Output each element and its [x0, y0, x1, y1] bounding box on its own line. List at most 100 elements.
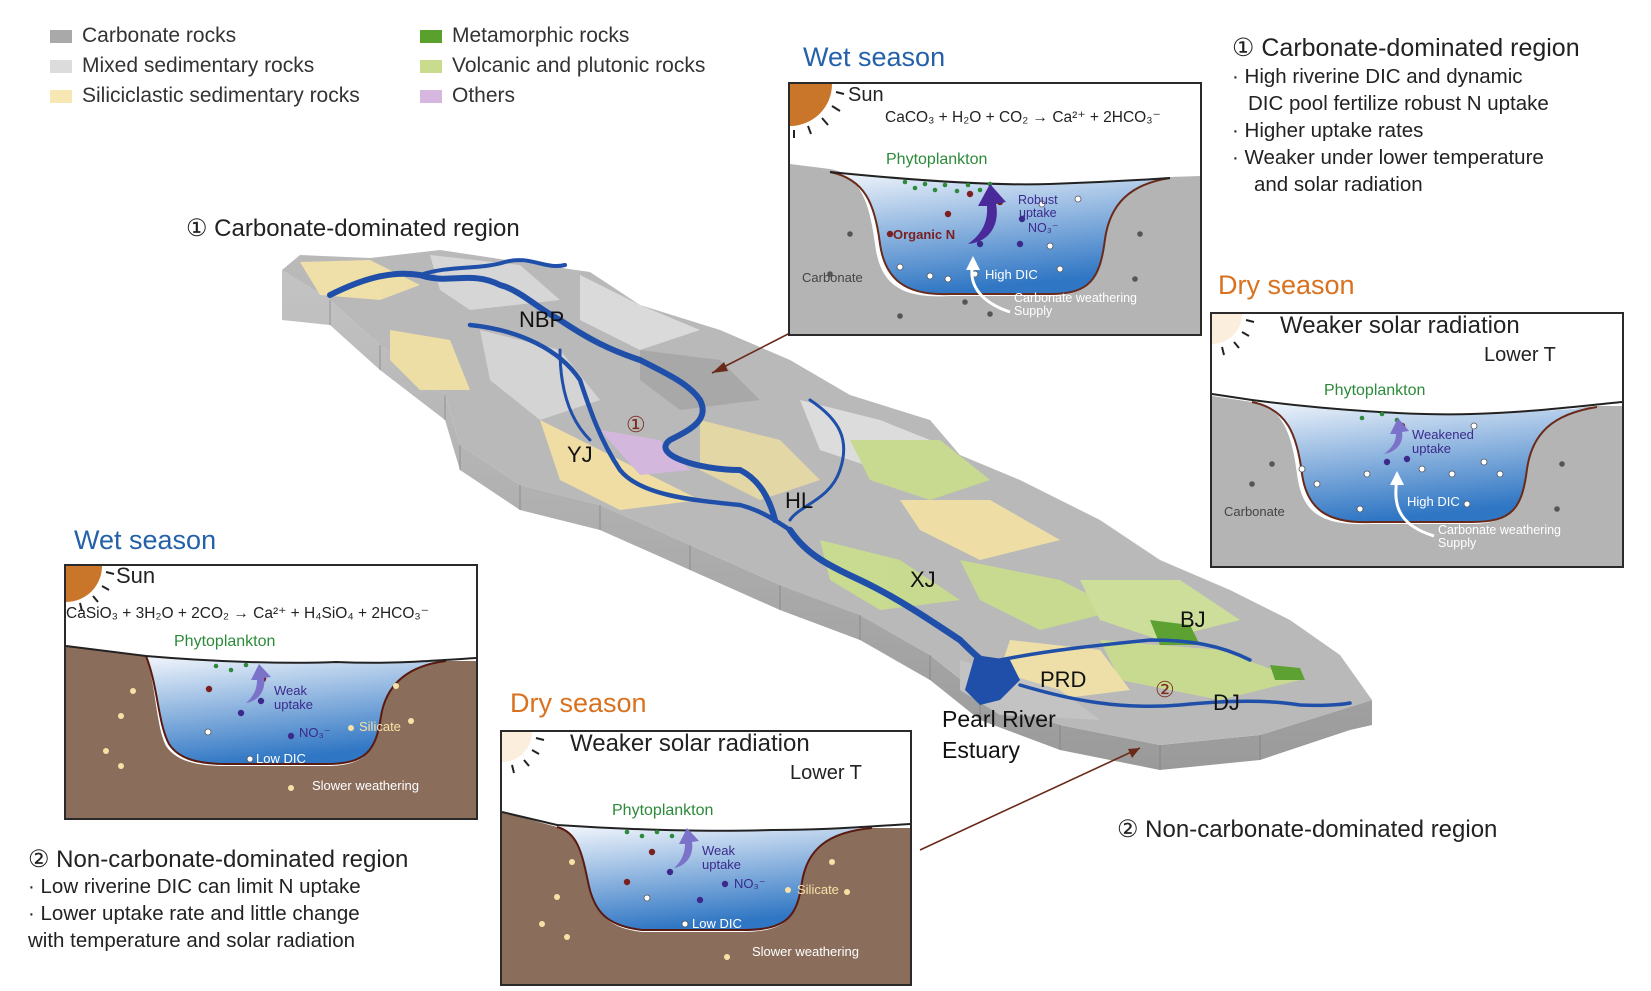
arrow-to-dry2-panel [919, 747, 1141, 851]
region1-bullet: · High riverine DIC and dynamic [1232, 65, 1523, 88]
map-label-dj: DJ [1213, 690, 1240, 715]
robust-uptake-arrow [968, 184, 1006, 244]
map-label-nbp: NBP [519, 307, 565, 332]
river-bj [998, 638, 1252, 662]
map-label-prd: PRD [1040, 667, 1087, 692]
uptake-text: uptake [702, 857, 742, 872]
weak-uptake-arrow [246, 664, 271, 703]
region1-map-title: ① Carbonate-dominated region [186, 215, 520, 242]
lower-t-label: Lower T [1484, 344, 1556, 366]
weak-sun-icon [1212, 314, 1242, 344]
dic-dots [643, 894, 689, 928]
map-label-pearl-river: Pearl River [942, 706, 1056, 732]
legend-item-mixed: Mixed sedimentary rocks [50, 54, 314, 78]
legend-label: Carbonate rocks [82, 24, 237, 47]
legend-swatch [420, 29, 442, 43]
sun-icon [790, 84, 832, 126]
uptake-text: uptake [274, 697, 314, 712]
region1-bullet: and solar radiation [1254, 173, 1423, 196]
legend-swatch [420, 59, 442, 73]
region1-bullet: DIC pool fertilize robust N uptake [1248, 92, 1549, 115]
arrow-head [712, 362, 728, 373]
river-dj [1018, 683, 1352, 709]
silicate-ground [66, 646, 476, 818]
river-water [830, 172, 1170, 295]
legend-label: Metamorphic rocks [452, 24, 630, 47]
river-xj [786, 526, 1004, 674]
phytoplankton-label: Phytoplankton [612, 802, 714, 819]
low-dic-label: Low DIC [692, 916, 742, 931]
phytoplankton-label: Phytoplankton [1324, 382, 1426, 399]
map-region1-marker: ① [626, 412, 646, 437]
rock-dots [1249, 461, 1565, 512]
high-dic-label: High DIC [985, 267, 1038, 282]
region2-bullets: · Low riverine DIC can limit N uptake · … [28, 873, 361, 954]
region1-bullets: · High riverine DIC and dynamic DIC pool… [1232, 63, 1549, 198]
region2-bullet: · Low riverine DIC can limit N uptake [28, 875, 361, 898]
sun-rays-icon [793, 91, 845, 138]
weakened-text: Weakened [1412, 427, 1474, 442]
legend-label: Others [452, 84, 516, 107]
wet-season-silicate-panel: Sun CaSiO₃ + 3H₂O + 2CO₂ → Ca²⁺ + H₄SiO₄… [64, 564, 478, 820]
weaker-solar-radiation-label: Weaker solar radiation [570, 730, 810, 757]
weak-uptake-arrow [674, 828, 699, 868]
phytoplankton-dots [902, 179, 993, 194]
silicate-label: Silicate [797, 882, 839, 897]
no3-label: NO₃⁻ [1028, 221, 1059, 235]
legend-item-metamorphic: Metamorphic rocks [420, 24, 629, 48]
region2-bullet: · Lower uptake rate and little change [28, 902, 360, 925]
legend-item-siliciclastic: Siliciclastic sedimentary rocks [50, 84, 360, 108]
legend-item-carbonate: Carbonate rocks [50, 24, 236, 48]
reaction-equation: CaCO₃ + H₂O + CO₂ → Ca²⁺ + 2HCO₃⁻ [885, 109, 1161, 126]
weak-sun-icon [502, 732, 532, 762]
no3-label: NO₃⁻ [299, 725, 331, 740]
phytoplankton-dots [624, 829, 675, 839]
dry-season-silicate-panel: Weaker solar radiation Lower T Phytoplan… [500, 730, 912, 986]
robust-text: Robust [1018, 193, 1058, 207]
phytoplankton-label: Phytoplankton [174, 633, 276, 650]
carbonate-label: Carbonate [1224, 504, 1285, 519]
high-dic-label: High DIC [1407, 494, 1460, 509]
dry-season-title: Dry season [1218, 270, 1355, 300]
pearl-river-estuary [965, 655, 1020, 705]
silicate-dots [103, 683, 414, 791]
sun-rays-icon [79, 571, 115, 612]
legend-item-volcanic: Volcanic and plutonic rocks [420, 54, 705, 78]
no3-dots [1383, 455, 1411, 466]
slower-weathering-label: Slower weathering [752, 944, 859, 959]
map-label-yj: YJ [567, 442, 593, 467]
legend-item-others: Others [420, 84, 515, 108]
legend-swatch [50, 29, 72, 43]
sun-icon [66, 566, 102, 602]
carbonate-weathering-text: Carbonate weathering [1438, 523, 1561, 537]
legend-swatch [50, 89, 72, 103]
weak-text: Weak [702, 843, 735, 858]
carbonate-ground [790, 164, 1200, 334]
organic-n-dots [623, 848, 656, 886]
carbonate-weathering-text: Carbonate weathering [1014, 291, 1137, 305]
weakened-uptake-arrow [1384, 418, 1409, 454]
legend-label: Mixed sedimentary rocks [82, 54, 315, 77]
carbonate-ground [1212, 396, 1622, 566]
sun-rays-icon [511, 737, 545, 774]
region1-title: ① Carbonate-dominated region [1232, 34, 1580, 62]
lower-t-label: Lower T [790, 762, 862, 784]
arrow-head [1128, 748, 1140, 758]
uptake-text: uptake [1019, 206, 1057, 220]
supply-text: Supply [1014, 304, 1053, 318]
river-hl [788, 398, 846, 522]
no3-label: NO₃⁻ [734, 876, 766, 891]
uptake-text: uptake [1412, 441, 1452, 456]
region2-map-title: ② Non-carbonate-dominated region [1117, 816, 1498, 843]
wet-season-title: Wet season [803, 42, 946, 72]
low-dic-label: Low DIC [256, 751, 306, 766]
sun-label: Sun [848, 84, 884, 106]
legend-label: Volcanic and plutonic rocks [452, 54, 706, 77]
